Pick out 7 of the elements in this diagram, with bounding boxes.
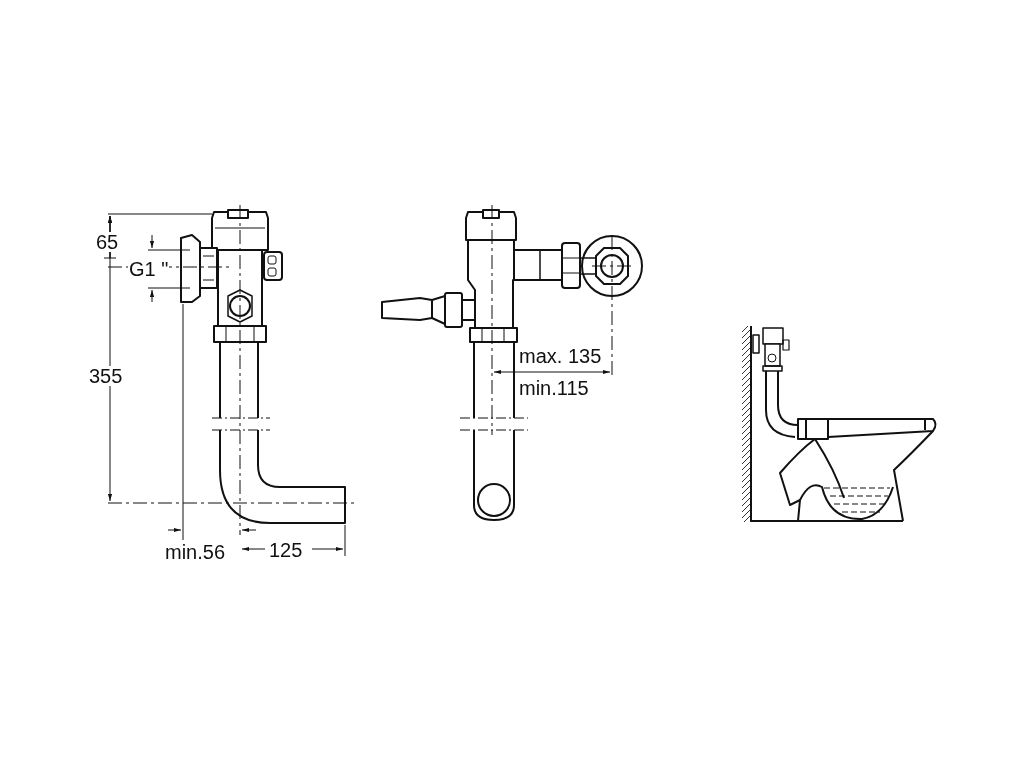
dimension-label: G1 ": [128, 259, 170, 279]
dimension-label: 65: [95, 232, 120, 252]
dimension-label: 125: [268, 540, 304, 560]
dimension-label: min.115: [518, 378, 590, 398]
dimension-label: 355: [88, 366, 124, 386]
dimension-label: max. 135: [518, 346, 603, 366]
dimension-label: min.56: [164, 542, 227, 562]
